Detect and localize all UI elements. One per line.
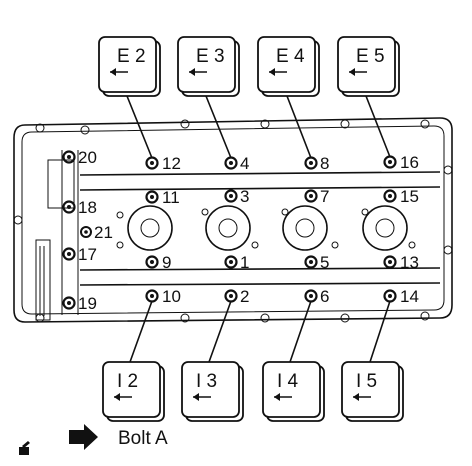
callout-i4: I 4 [262, 300, 325, 422]
callout-e2: E 2 [98, 36, 161, 159]
legend: Bolt A [69, 424, 168, 450]
bolt-13 [383, 255, 397, 269]
callout-i3: I 3 [181, 300, 244, 422]
bolt-label-20: 20 [78, 148, 97, 167]
bolt-label-3: 3 [240, 187, 249, 206]
exhaust-callouts: E 2 E 3 E 4 E 5 [98, 36, 400, 159]
bolt-14 [383, 289, 397, 303]
left-arrow-icon [189, 68, 207, 76]
callout-e3: E 3 [177, 36, 240, 159]
callout-e3-label: E 3 [196, 46, 225, 67]
callout-i3-label: I 3 [196, 371, 217, 392]
bolt-4 [224, 156, 238, 170]
bolt-2 [224, 289, 238, 303]
bolt-label-1: 1 [240, 253, 249, 272]
bolt-label-14: 14 [400, 287, 419, 306]
callout-i2-label: I 2 [117, 371, 138, 392]
left-arrow-icon [349, 68, 367, 76]
bolt-label-13: 13 [400, 253, 419, 272]
bolt-7 [304, 189, 318, 203]
bolt-1 [224, 255, 238, 269]
bolt-label-15: 15 [400, 187, 419, 206]
bolt-label-6: 6 [320, 287, 329, 306]
bolt-9 [145, 255, 159, 269]
left-arrow-icon [110, 68, 128, 76]
bolt-label-9: 9 [162, 253, 171, 272]
callout-e4: E 4 [257, 36, 320, 159]
intake-callouts: I 2 I 3 I 4 I 5 [102, 300, 404, 422]
bolt-21 [80, 226, 92, 238]
cam-journals [116, 205, 416, 251]
callout-e5: E 5 [337, 36, 400, 158]
bolt-20 [62, 150, 76, 164]
right-arrow-icon [69, 424, 98, 450]
bolt-6 [304, 289, 318, 303]
left-arrow-icon [114, 393, 132, 401]
bolt-16 [383, 155, 397, 169]
bolt-labels: 12 4 8 16 11 3 7 15 9 1 5 13 10 2 6 14 2… [78, 148, 419, 313]
bolt-label-10: 10 [162, 287, 181, 306]
bolt-label-5: 5 [320, 253, 329, 272]
callout-i5: I 5 [341, 300, 404, 422]
bolt-5 [304, 255, 318, 269]
bolt-15 [383, 189, 397, 203]
callout-i5-label: I 5 [356, 371, 377, 392]
bolt-3 [224, 189, 238, 203]
bolt-label-19: 19 [78, 294, 97, 313]
legend-label: Bolt A [118, 428, 168, 449]
bolt-label-4: 4 [240, 154, 249, 173]
bolt-label-2: 2 [240, 287, 249, 306]
ink-mark-icon [19, 441, 30, 455]
bolt-label-11: 11 [162, 188, 180, 207]
left-arrow-icon [274, 393, 292, 401]
bolt-12 [145, 156, 159, 170]
callout-e2-label: E 2 [117, 46, 146, 67]
callout-e4-label: E 4 [276, 46, 305, 67]
bolt-label-18: 18 [78, 198, 97, 217]
callout-i2: I 2 [102, 300, 165, 422]
bolt-8 [304, 156, 318, 170]
bolt-10 [145, 289, 159, 303]
cam-housing-outline [13, 117, 453, 323]
callout-e5-label: E 5 [356, 46, 385, 67]
left-arrow-icon [353, 393, 371, 401]
bolt-label-7: 7 [320, 187, 329, 206]
left-arrow-icon [193, 393, 211, 401]
bolt-label-17: 17 [78, 245, 97, 264]
bolt-17 [62, 247, 76, 261]
bolt-label-12: 12 [162, 154, 181, 173]
left-arrow-icon [269, 68, 287, 76]
bolt-19 [62, 296, 76, 310]
bolt-11 [145, 190, 159, 204]
callout-i4-label: I 4 [277, 371, 299, 392]
bolt-18 [62, 200, 76, 214]
bolt-label-8: 8 [320, 154, 329, 173]
bolt-label-21: 21 [94, 223, 113, 242]
bolt-label-16: 16 [400, 153, 419, 172]
